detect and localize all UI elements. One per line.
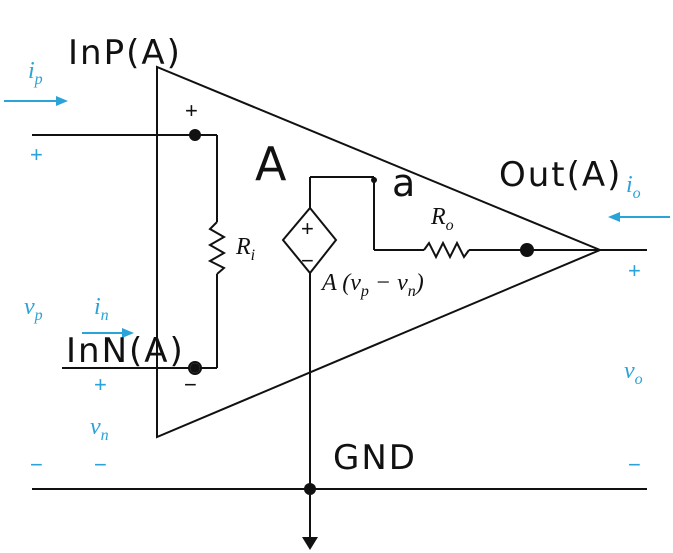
amplifier-triangle (156, 65, 603, 439)
inp-label: InP(A) (68, 33, 182, 73)
inn-label: InN(A) (66, 331, 185, 371)
vo-plus: + (628, 258, 641, 283)
input-p-node (189, 129, 201, 141)
io-arrow-icon (608, 212, 620, 222)
node-a-dot (371, 177, 377, 183)
io-label: io (626, 172, 641, 202)
source-expression: A (vp − vn) (320, 270, 424, 300)
ip-label: ip (28, 58, 43, 88)
input-n-minus: − (184, 372, 197, 397)
ri-resistor (207, 221, 227, 275)
ri-label: Ri (235, 234, 255, 264)
vp-minus: − (30, 452, 43, 477)
vn-plus: + (94, 372, 107, 397)
source-minus: − (301, 248, 314, 273)
node-a-label: a (392, 161, 417, 205)
amp-label: A (255, 137, 288, 191)
output-node (520, 243, 534, 257)
vn-minus: − (94, 452, 107, 477)
ground-arrow-icon (302, 537, 318, 550)
vn-label: vn (90, 414, 109, 444)
vo-minus: − (628, 452, 641, 477)
input-n-node-fill (190, 363, 200, 373)
vo-label: vo (624, 358, 643, 388)
ip-arrow-icon (56, 96, 68, 106)
vp-plus: + (30, 142, 43, 167)
source-plus: + (301, 216, 314, 241)
ro-resistor (423, 240, 470, 260)
input-p-plus: + (185, 98, 198, 123)
in-arrow-icon (122, 328, 134, 338)
in-label: in (94, 294, 109, 324)
out-label: Out(A) (499, 155, 622, 195)
ground-node (304, 483, 316, 495)
ro-label: Ro (430, 204, 454, 234)
vp-label: vp (24, 294, 43, 324)
gnd-label: GND (333, 438, 417, 478)
